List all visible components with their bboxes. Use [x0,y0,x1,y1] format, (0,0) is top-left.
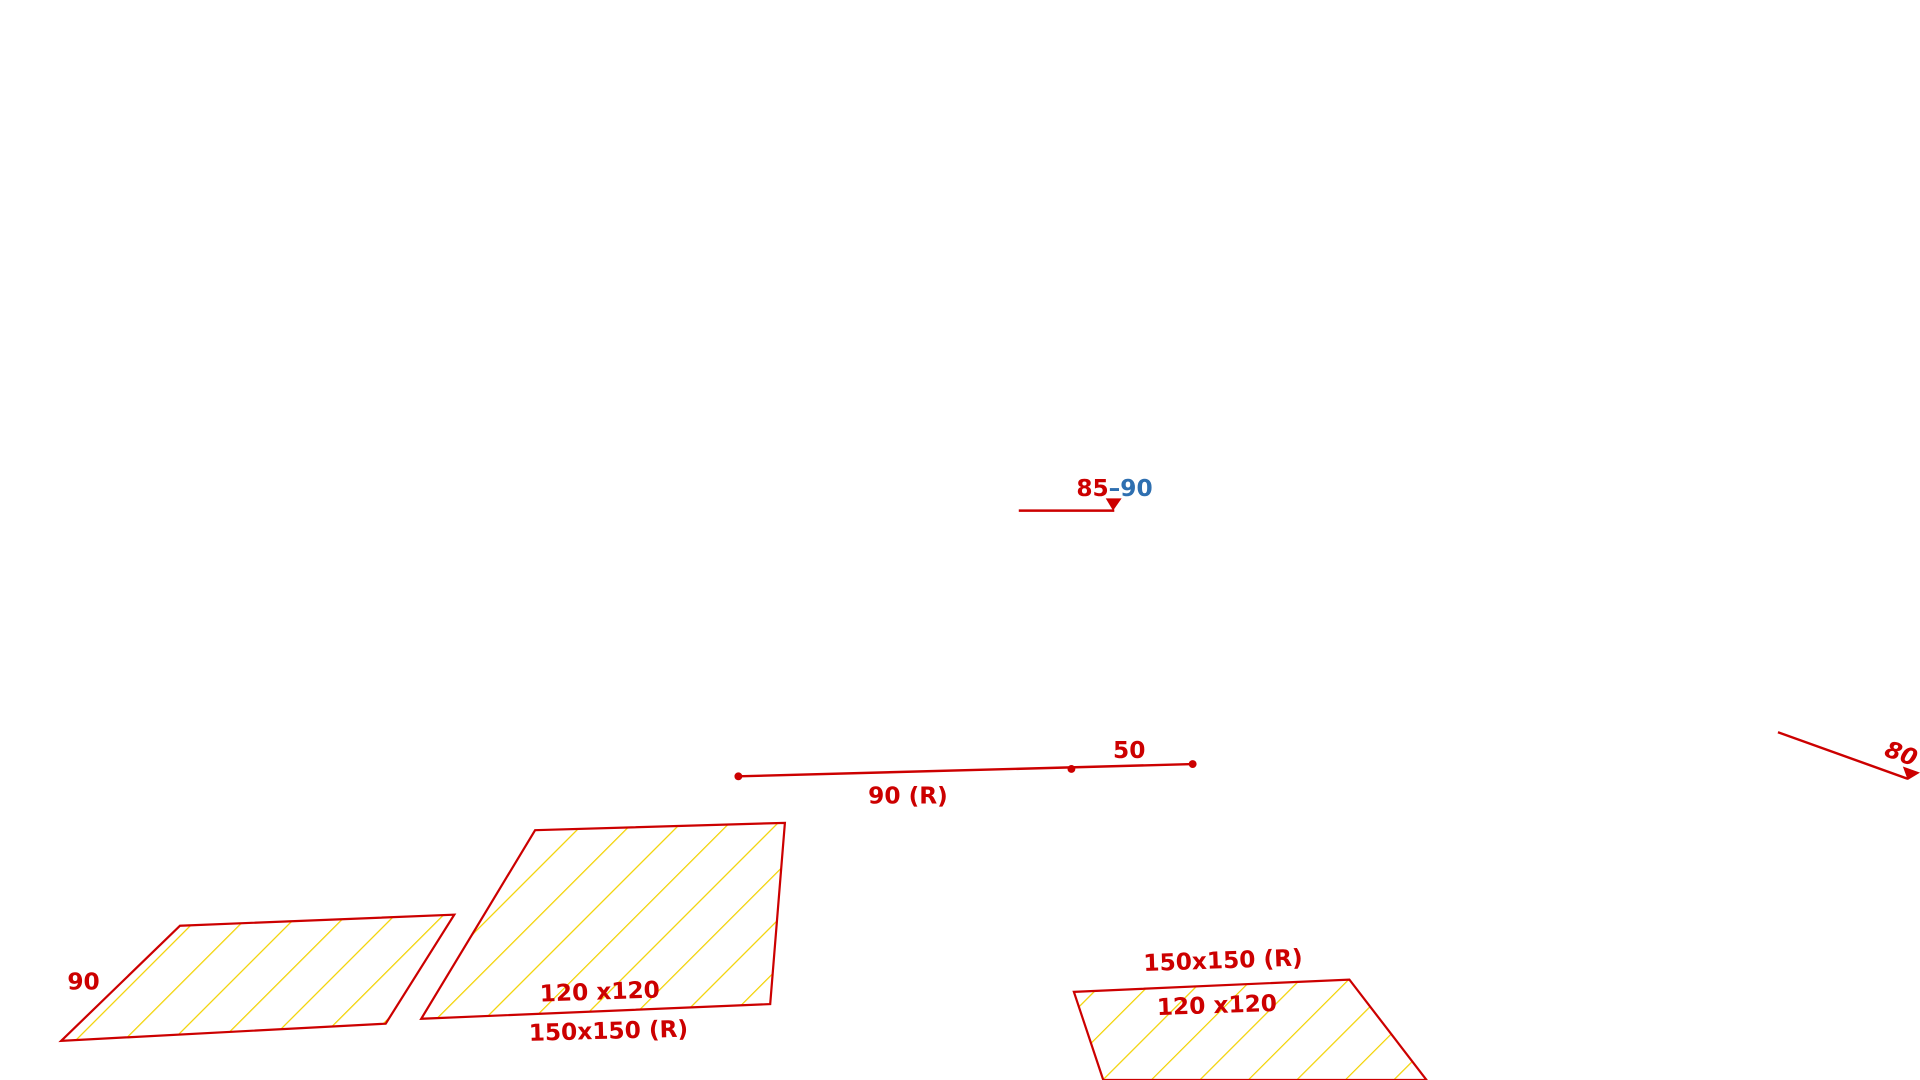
svg-text:85–90: 85–90 [1076,475,1152,502]
level-sep: – [1109,475,1121,502]
area-polygon [419,821,787,1020]
segment-node[interactable] [1067,765,1076,773]
area-polygon [58,913,457,1043]
hatched-area-2[interactable]: 120 x120 150x150 (R) [419,821,787,1047]
level-marker-right[interactable]: 80 [1777,731,1920,780]
level-low: 85 [1076,475,1108,502]
level-marker-top[interactable]: 85–90 [1018,475,1153,512]
segment-label-right: 50 [1113,737,1145,764]
level-line [1777,731,1909,780]
triangle-marker-icon [1105,498,1122,511]
segment-line [738,762,1193,778]
segment-label-left: 90 (R) [868,782,948,809]
dimension-segment[interactable]: 90 (R) 50 [734,737,1197,809]
area-label: 90 [67,968,99,995]
triangle-marker-icon [1902,766,1920,780]
segment-node[interactable] [1188,760,1197,768]
level-right-label: 80 [1881,736,1920,772]
area-label: 150x150 (R) [1143,944,1303,977]
area-label: 120 x120 [539,976,660,1007]
level-high: 90 [1120,475,1152,502]
area-label: 150x150 (R) [528,1016,688,1047]
area-label: 120 x120 [1156,990,1277,1021]
segment-node[interactable] [734,772,743,781]
hatched-area-3[interactable]: 150x150 (R) 120 x120 [1072,944,1428,1080]
hatched-area-1[interactable]: 90 [58,913,457,1043]
area-polygon [1072,978,1428,1080]
